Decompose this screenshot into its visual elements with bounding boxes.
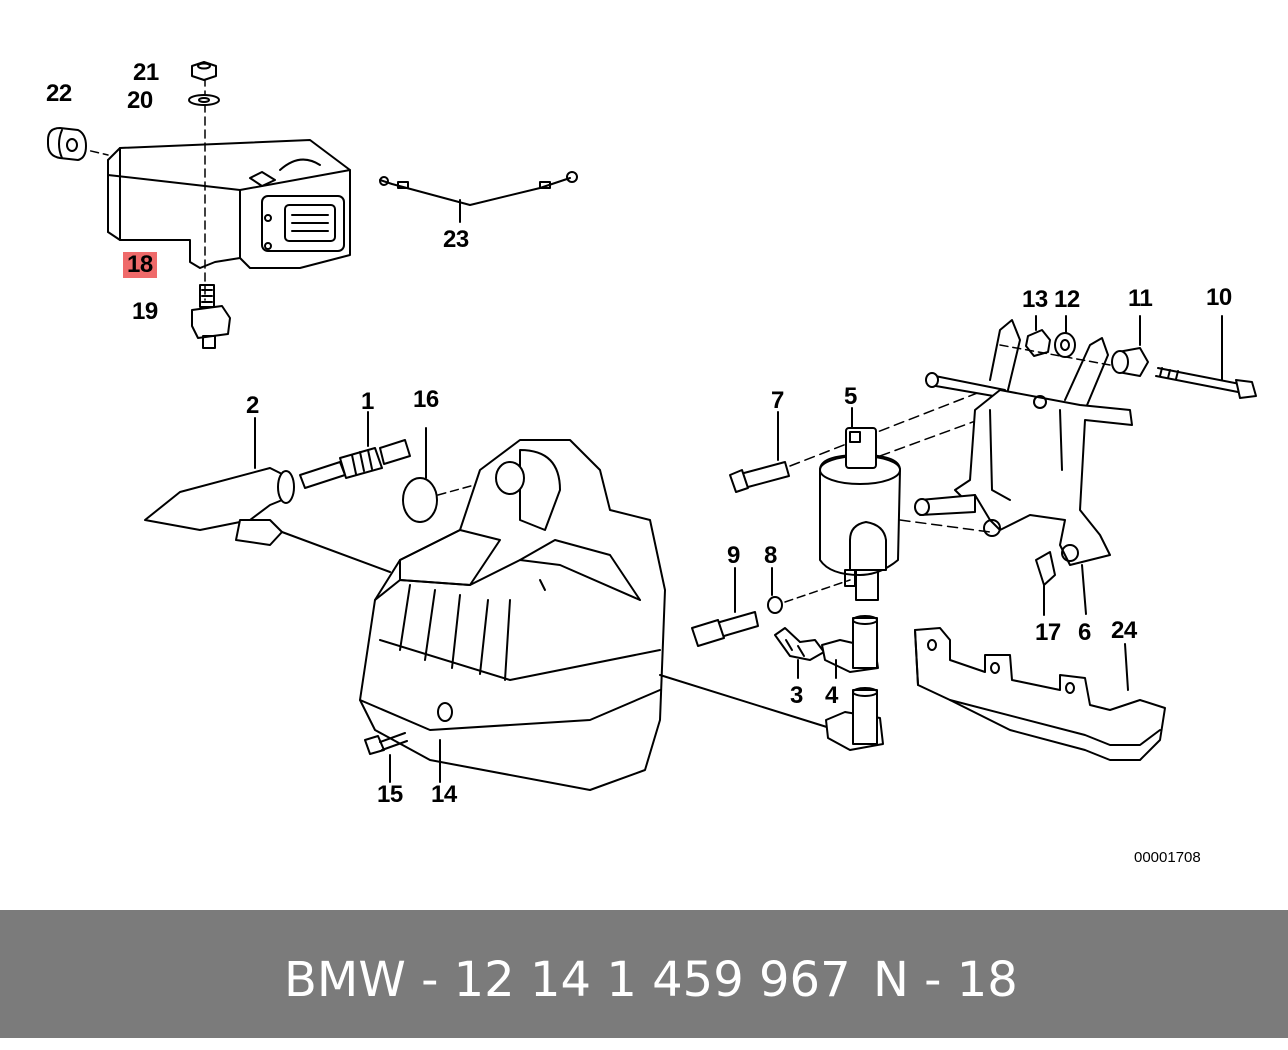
- spark-plug-1: [299, 411, 411, 489]
- callout-10: 10: [1206, 284, 1232, 311]
- callout-17: 17: [1035, 619, 1061, 646]
- grommet-22: [47, 127, 87, 161]
- callout-8: 8: [764, 542, 777, 569]
- callout-23: 23: [443, 226, 469, 253]
- callout-9: 9: [727, 542, 740, 569]
- callout-14: 14: [431, 781, 457, 808]
- clip-17: [1035, 551, 1056, 616]
- callout-24: 24: [1111, 617, 1137, 644]
- callout-1: 1: [361, 388, 374, 415]
- callout-22: 22: [46, 80, 72, 107]
- bolt-10: [1155, 315, 1257, 399]
- nut-13: [1025, 315, 1051, 357]
- callout-18-highlighted: 18: [123, 252, 157, 278]
- bolt-15: [364, 732, 408, 783]
- connector-4: [821, 615, 884, 751]
- callout-2: 2: [246, 392, 259, 419]
- washer-12: [1054, 315, 1076, 358]
- bushing-11: [1111, 315, 1149, 377]
- plug-connector-2: [144, 417, 391, 573]
- cap-16: [402, 427, 501, 523]
- part-number-banner: BMW - 12 14 1 459 967 N - 18: [0, 910, 1288, 1038]
- washer-20: [188, 94, 220, 106]
- reference-number: 00001708: [1134, 849, 1201, 866]
- callout-20: 20: [127, 87, 153, 114]
- bolt-7: [729, 391, 981, 493]
- callout-11: 11: [1128, 285, 1153, 312]
- callout-12: 12: [1054, 286, 1080, 313]
- ground-strap-23: [379, 171, 578, 223]
- bracket-6: [914, 319, 1133, 615]
- rubber-mount-19: [191, 284, 231, 349]
- parts-diagram: [47, 61, 1257, 791]
- part-number-text: BMW - 12 14 1 459 967: [284, 952, 851, 1008]
- diagram-position-text: N - 18: [873, 952, 1018, 1008]
- callout-3: 3: [790, 682, 803, 709]
- callout-5: 5: [844, 383, 857, 410]
- callout-4: 4: [825, 682, 838, 709]
- control-unit: [107, 139, 351, 269]
- callout-15: 15: [377, 781, 403, 808]
- callout-19: 19: [132, 298, 158, 325]
- ignition-coil-5: [819, 407, 1001, 601]
- callout-6: 6: [1078, 619, 1091, 646]
- callout-13: 13: [1022, 286, 1048, 313]
- callout-16: 16: [413, 386, 439, 413]
- cover-14: [359, 439, 666, 791]
- washer-8: [767, 567, 851, 614]
- heat-shield-24: [914, 627, 1166, 761]
- nut-21: [191, 61, 217, 81]
- callout-7: 7: [771, 387, 784, 414]
- terminal-3: [774, 627, 825, 679]
- stud-9: [691, 567, 759, 647]
- callout-21: 21: [133, 59, 159, 86]
